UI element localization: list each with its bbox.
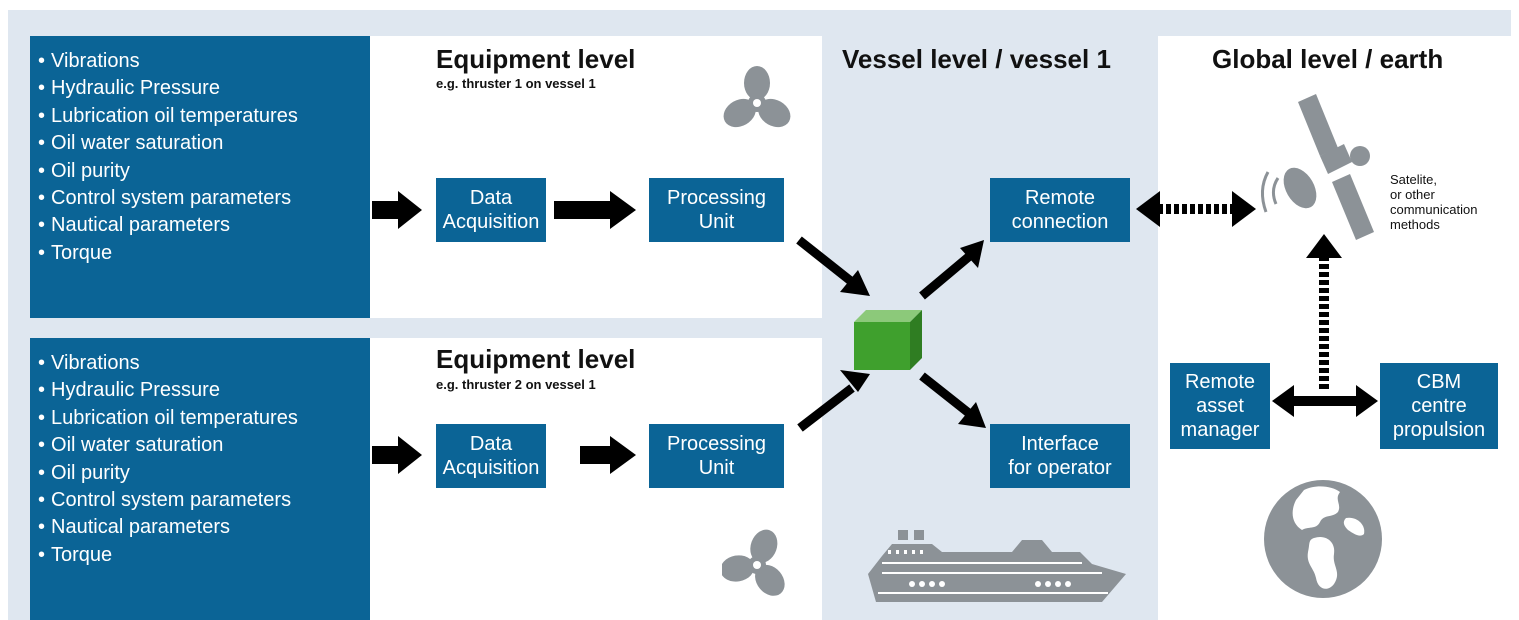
- sensor-params-panel-1: Vibrations Hydraulic Pressure Lubricatio…: [30, 36, 370, 318]
- param-item: Vibrations: [38, 350, 370, 377]
- arrow-params-1-to-acquisition: [372, 191, 422, 229]
- ground-link-bar: [1290, 396, 1360, 406]
- remote-asset-manager-box: Remote asset manager: [1170, 363, 1270, 449]
- arrowhead-processing-1-to-hub: [840, 270, 870, 296]
- satellite-icon: [1261, 94, 1374, 240]
- processing-unit-box-2: Processing Unit: [649, 424, 784, 488]
- satellite-note: Satelite, or other communication methods: [1390, 172, 1478, 232]
- arrow-hub-to-remote-connection: [919, 250, 975, 300]
- arrow-hub-to-interface: [919, 372, 973, 418]
- globe-icon: [1264, 480, 1382, 598]
- arrow-processing-1-to-hub: [796, 236, 855, 286]
- equipment-1-heading: Equipment level: [436, 44, 636, 74]
- arrow-acquisition-to-processing-1: [554, 191, 636, 229]
- processing-unit-box-1: Processing Unit: [649, 178, 784, 242]
- param-item: Lubrication oil temperatures: [38, 405, 370, 432]
- arrowhead-hub-to-interface: [958, 402, 986, 428]
- arrowhead-processing-2-to-hub: [840, 370, 870, 392]
- sensor-params-list-1: Vibrations Hydraulic Pressure Lubricatio…: [30, 36, 370, 267]
- arrowhead-ground-right: [1356, 385, 1378, 417]
- data-acquisition-box-2: Data Acquisition: [436, 424, 546, 488]
- param-item: Torque: [38, 542, 370, 569]
- interface-operator-box: Interface for operator: [990, 424, 1130, 488]
- equipment-1-subheading: e.g. thruster 1 on vessel 1: [436, 76, 596, 91]
- remote-connection-box: Remote connection: [990, 178, 1130, 242]
- vessel-heading: Vessel level / vessel 1: [842, 44, 1111, 74]
- param-item: Hydraulic Pressure: [38, 75, 370, 102]
- arrowhead-dashed-left: [1136, 191, 1160, 227]
- param-item: Vibrations: [38, 48, 370, 75]
- arrowhead-hub-to-remote-connection: [960, 240, 984, 268]
- arrow-params-2-to-acquisition: [372, 436, 422, 474]
- arrow-acquisition-to-processing-2: [580, 436, 636, 474]
- arrow-processing-2-to-hub: [797, 384, 855, 432]
- arrowhead-dashed-up: [1306, 234, 1342, 258]
- param-item: Lubrication oil temperatures: [38, 103, 370, 130]
- param-item: Torque: [38, 240, 370, 267]
- green-cube-icon: [854, 310, 922, 370]
- param-item: Nautical parameters: [38, 514, 370, 541]
- propeller-icon: [723, 66, 791, 128]
- arrowhead-dashed-right: [1232, 191, 1256, 227]
- param-item: Hydraulic Pressure: [38, 377, 370, 404]
- param-item: Oil water saturation: [38, 432, 370, 459]
- sensor-params-panel-2: Vibrations Hydraulic Pressure Lubricatio…: [30, 338, 370, 620]
- sensor-params-list-2: Vibrations Hydraulic Pressure Lubricatio…: [30, 338, 370, 569]
- data-acquisition-box-1: Data Acquisition: [436, 178, 546, 242]
- param-item: Oil water saturation: [38, 130, 370, 157]
- arrowhead-ground-left: [1272, 385, 1294, 417]
- param-item: Control system parameters: [38, 185, 370, 212]
- cbm-centre-box: CBM centre propulsion: [1380, 363, 1498, 449]
- equipment-2-heading: Equipment level: [436, 344, 636, 374]
- propeller-icon: [722, 529, 785, 596]
- param-item: Oil purity: [38, 460, 370, 487]
- param-item: Nautical parameters: [38, 212, 370, 239]
- global-heading: Global level / earth: [1212, 44, 1444, 74]
- param-item: Control system parameters: [38, 487, 370, 514]
- param-item: Oil purity: [38, 158, 370, 185]
- equipment-2-subheading: e.g. thruster 2 on vessel 1: [436, 377, 596, 392]
- cruise-ship-icon: [868, 530, 1126, 602]
